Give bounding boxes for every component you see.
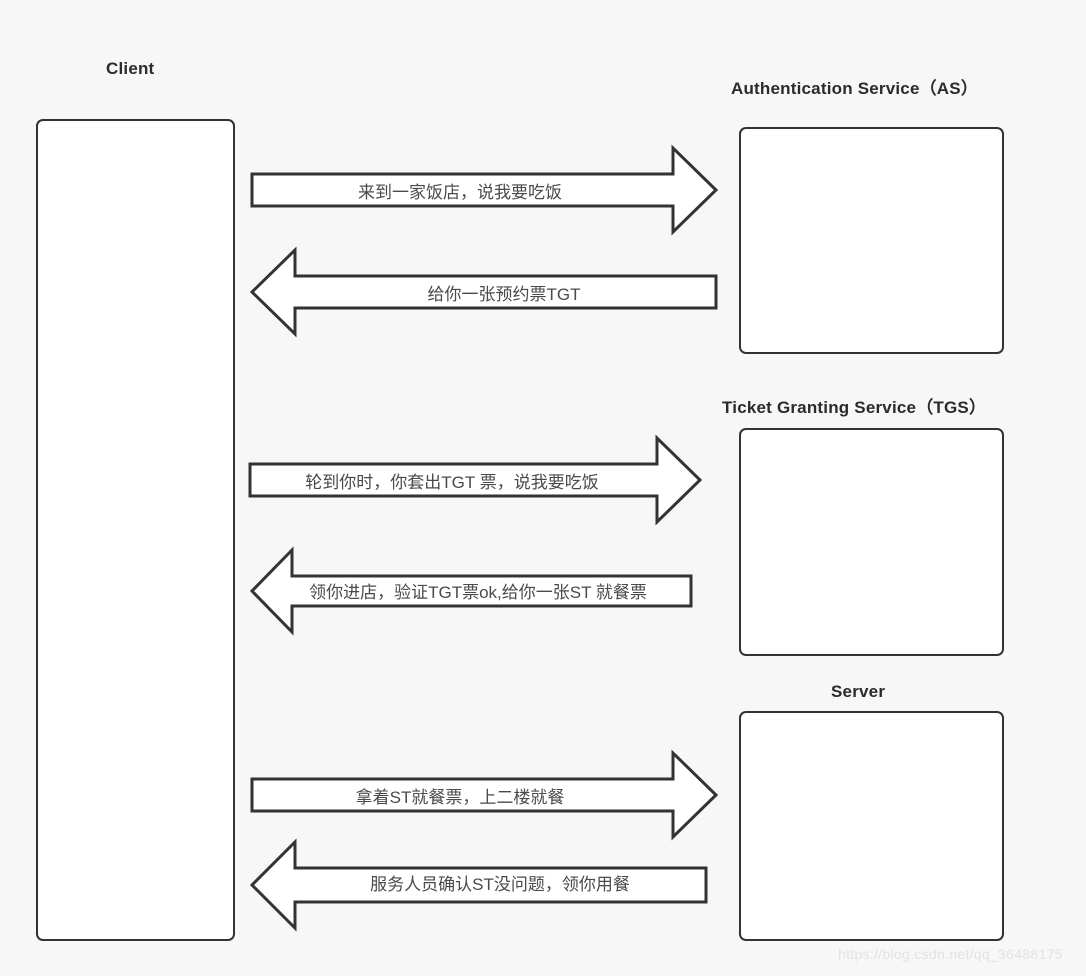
arrow-shape-left — [249, 246, 718, 338]
arrow-shape-left — [249, 838, 708, 932]
arrow-label-message-4: 领你进店，验证TGT票ok,给你一张ST 就餐票 — [309, 583, 647, 602]
node-title-client: Client — [106, 59, 155, 78]
arrow-label-message-5: 拿着ST就餐票，上二楼就餐 — [355, 788, 565, 807]
arrow-message-2[interactable] — [249, 246, 720, 338]
arrow-shape-right — [248, 434, 703, 526]
node-box-authentication-service[interactable] — [739, 127, 1004, 354]
arrow-message-4[interactable] — [249, 546, 695, 636]
arrow-message-3[interactable] — [248, 434, 708, 526]
arrow-label-message-1: 来到一家饭店，说我要吃饭 — [358, 183, 562, 202]
node-title-authentication-service: Authentication Service（AS） — [731, 79, 979, 98]
node-box-client[interactable] — [36, 119, 235, 941]
arrow-label-message-6: 服务人员确认ST没问题，领你用餐 — [370, 875, 630, 894]
node-box-server[interactable] — [739, 711, 1004, 941]
arrow-shape-right — [250, 144, 719, 236]
node-title-ticket-granting-service: Ticket Granting Service（TGS） — [722, 398, 987, 417]
arrow-message-6[interactable] — [249, 838, 710, 932]
watermark-text: https://blog.csdn.net/qq_36488175 — [838, 946, 1063, 962]
arrow-message-1[interactable] — [250, 144, 720, 236]
arrow-message-5[interactable] — [250, 749, 720, 841]
arrow-label-message-3: 轮到你时，你套出TGT 票，说我要吃饭 — [305, 473, 599, 492]
node-title-server: Server — [831, 682, 886, 701]
arrow-shape-left — [249, 546, 693, 636]
node-box-ticket-granting-service[interactable] — [739, 428, 1004, 656]
arrow-shape-right — [250, 749, 719, 841]
arrow-label-message-2: 给你一张预约票TGT — [427, 285, 581, 304]
